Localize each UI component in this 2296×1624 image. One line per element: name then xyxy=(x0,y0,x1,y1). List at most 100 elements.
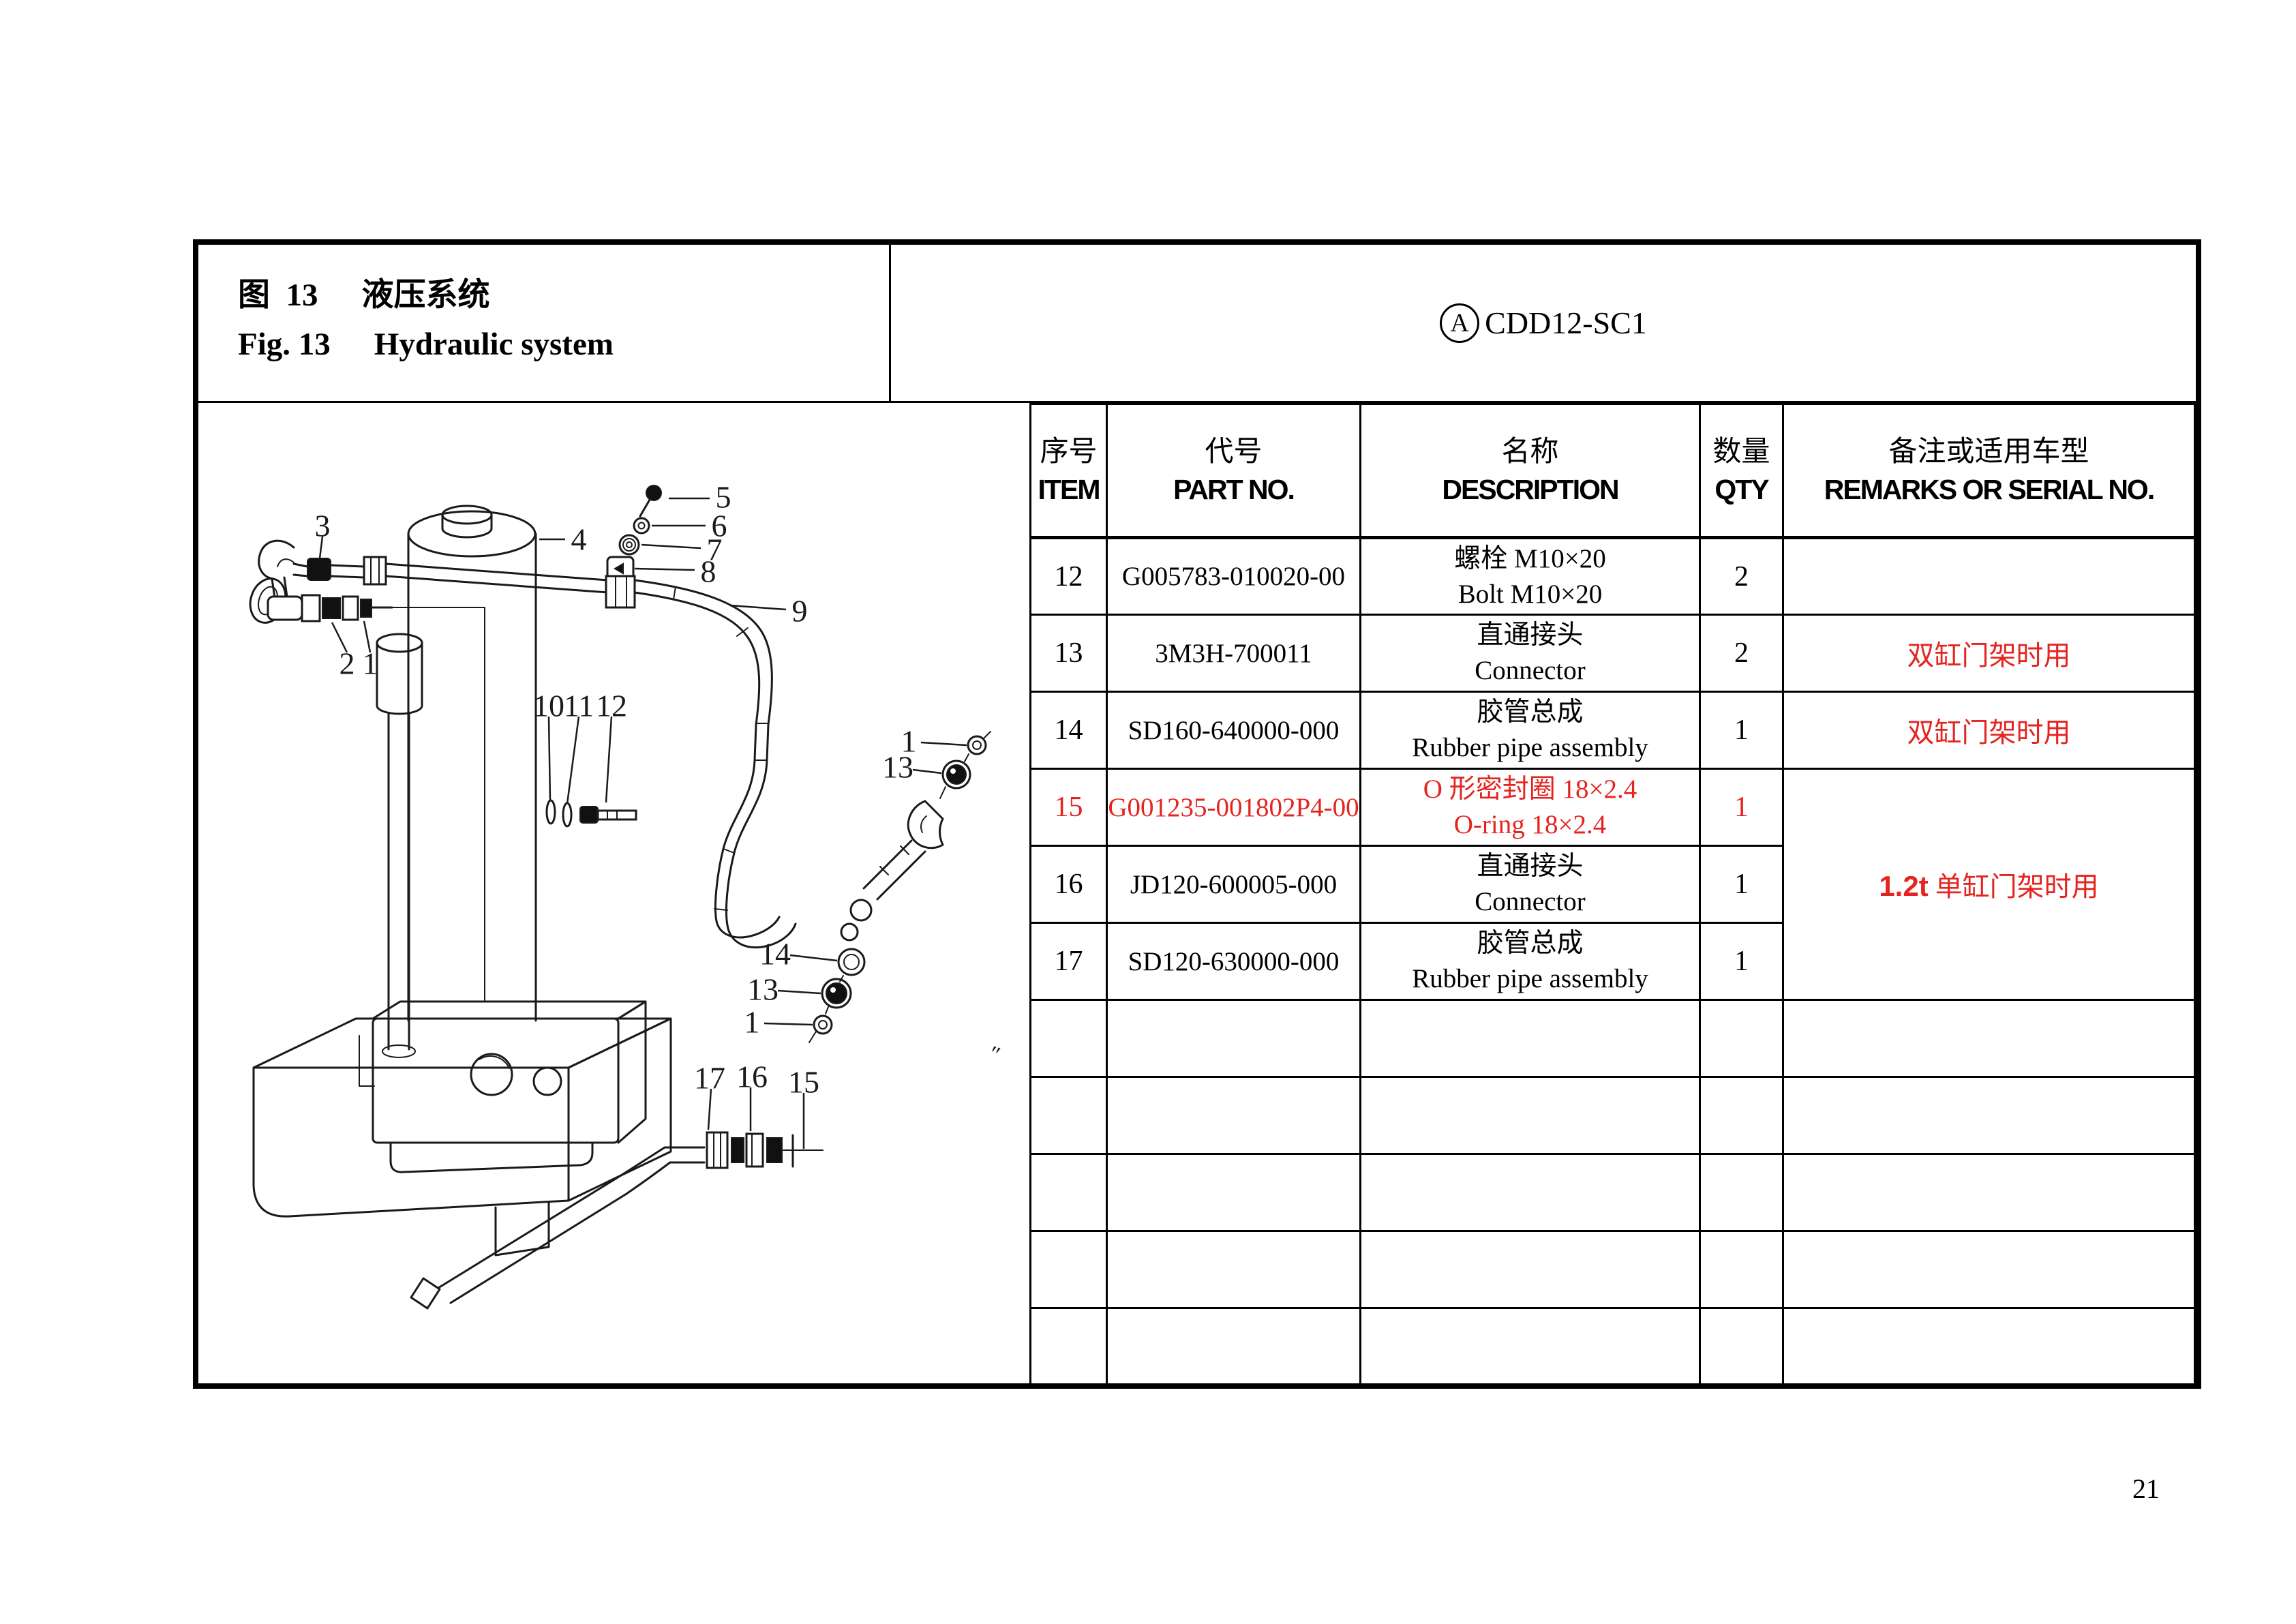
cell-description: 胶管总成 Rubber pipe assembly xyxy=(1359,922,1701,1001)
description-en: Connector xyxy=(1475,887,1586,916)
empty-cell xyxy=(1029,1076,1108,1155)
cell-qty: 2 xyxy=(1699,614,1784,693)
description-en: Rubber pipe assembly xyxy=(1412,733,1648,762)
callout-label: 13 xyxy=(747,972,779,1007)
callout-leader-line xyxy=(566,716,580,805)
cell-description: 螺栓 M10×20 Bolt M10×20 xyxy=(1359,537,1701,616)
empty-cell xyxy=(1699,1307,1784,1386)
empty-table-row xyxy=(1029,1307,2196,1386)
callout-label: 15 xyxy=(788,1065,819,1100)
callout-label: 11 xyxy=(564,689,594,723)
callout-label: 6 xyxy=(712,509,727,543)
description-zh: 直通接头 xyxy=(1477,620,1584,650)
variant-label: A CDD12-SC1 xyxy=(1440,303,1647,343)
cell-part-no: SD160-640000-000 xyxy=(1106,691,1361,770)
cell-description: 直通接头 Connector xyxy=(1359,845,1701,924)
bracket-washers-bolt xyxy=(545,799,637,828)
empty-cell xyxy=(1699,1230,1784,1309)
empty-cell xyxy=(1106,1076,1361,1155)
empty-cell xyxy=(1359,999,1701,1078)
callout-label: 9 xyxy=(792,594,808,629)
table-row: 16 JD120-600005-000 直通接头 Connector 1 xyxy=(1029,845,2195,924)
hose-fitting-chain xyxy=(809,731,991,1043)
description-zh: 直通接头 xyxy=(1477,852,1584,881)
empty-cell xyxy=(1782,1307,2196,1386)
empty-cell xyxy=(1359,1153,1701,1232)
cell-part-no: JD120-600005-000 xyxy=(1106,845,1361,924)
merged-remark-prefix: 1.2t xyxy=(1879,870,1929,902)
callout-label: 12 xyxy=(596,689,627,723)
empty-cell xyxy=(1699,999,1784,1078)
callout-leader-line xyxy=(707,1088,712,1130)
empty-cell xyxy=(1782,999,2196,1078)
circled-a-mark: A xyxy=(1440,303,1480,343)
empty-cell xyxy=(1359,1076,1701,1155)
description-en: Bolt M10×20 xyxy=(1457,579,1603,609)
table-row: 17 SD120-630000-000 胶管总成 Rubber pipe ass… xyxy=(1029,922,2195,1001)
description-zh: 胶管总成 xyxy=(1477,929,1584,958)
cell-part-no: 3M3H-700011 xyxy=(1106,614,1361,693)
empty-cell xyxy=(1029,999,1108,1078)
filler-breather-cap xyxy=(376,633,423,1058)
table-row: 15 G001235-001802P4-00 O 形密封圈 18×2.4 O-r… xyxy=(1029,768,2196,1001)
page-number: 21 xyxy=(2132,1473,2160,1504)
bent-pipe-assembly xyxy=(410,1131,824,1310)
callout-label: 5 xyxy=(716,480,731,515)
hose-9 xyxy=(633,579,797,949)
empty-cell xyxy=(1106,1230,1361,1309)
empty-table-row xyxy=(1029,1076,2196,1155)
callout-leader-line xyxy=(547,716,552,802)
empty-cell xyxy=(1106,1307,1361,1386)
merged-remark-text: 单缸门架时用 xyxy=(1928,871,2099,902)
callout-leader-line xyxy=(331,622,348,653)
description-zh: 胶管总成 xyxy=(1477,697,1584,727)
empty-table-row xyxy=(1029,1153,2196,1232)
callout-leader-line xyxy=(605,716,613,803)
table-row: 12 G005783-010020-00 螺栓 M10×20 Bolt M10×… xyxy=(1029,537,2196,616)
oil-tank xyxy=(252,1017,672,1257)
callout-label: 10 xyxy=(533,689,564,723)
callout-leader-line xyxy=(764,1022,813,1026)
callout-leader-line xyxy=(363,620,372,653)
table-row: 14 SD160-640000-000 胶管总成 Rubber pipe ass… xyxy=(1029,691,2196,770)
callout-leader-line xyxy=(318,536,324,559)
suction-elbow-fittings xyxy=(249,539,609,1001)
empty-cell xyxy=(1782,1153,2196,1232)
empty-table-row xyxy=(1029,999,2196,1078)
clamp-bolt-washers xyxy=(605,485,662,609)
callout-leader-line xyxy=(789,954,838,962)
description-en: O-ring 18×2.4 xyxy=(1453,810,1607,839)
callout-leader-line xyxy=(920,741,967,747)
cell-remarks xyxy=(1782,537,2196,616)
callout-leader-line xyxy=(777,989,821,995)
variant-code: CDD12-SC1 xyxy=(1485,305,1647,340)
cell-qty: 1 xyxy=(1699,845,1784,924)
empty-cell xyxy=(1699,1076,1784,1155)
ditto-mark: ″ xyxy=(986,1041,1003,1068)
cell-part-no: SD120-630000-000 xyxy=(1106,922,1361,1001)
callout-label: 1 xyxy=(744,1005,760,1040)
description-en: Rubber pipe assembly xyxy=(1412,964,1648,993)
cell-qty: 2 xyxy=(1699,537,1784,616)
empty-cell xyxy=(1359,1230,1701,1309)
empty-cell xyxy=(1106,999,1361,1078)
cell-item: 17 xyxy=(1029,922,1108,1001)
callout-leader-line xyxy=(729,604,787,611)
variant-label-area: A CDD12-SC1 xyxy=(891,245,2196,403)
empty-cell xyxy=(1359,1307,1701,1386)
empty-cell xyxy=(1699,1153,1784,1232)
callout-label: 7 xyxy=(707,532,723,567)
callout-label: 13 xyxy=(882,750,913,785)
